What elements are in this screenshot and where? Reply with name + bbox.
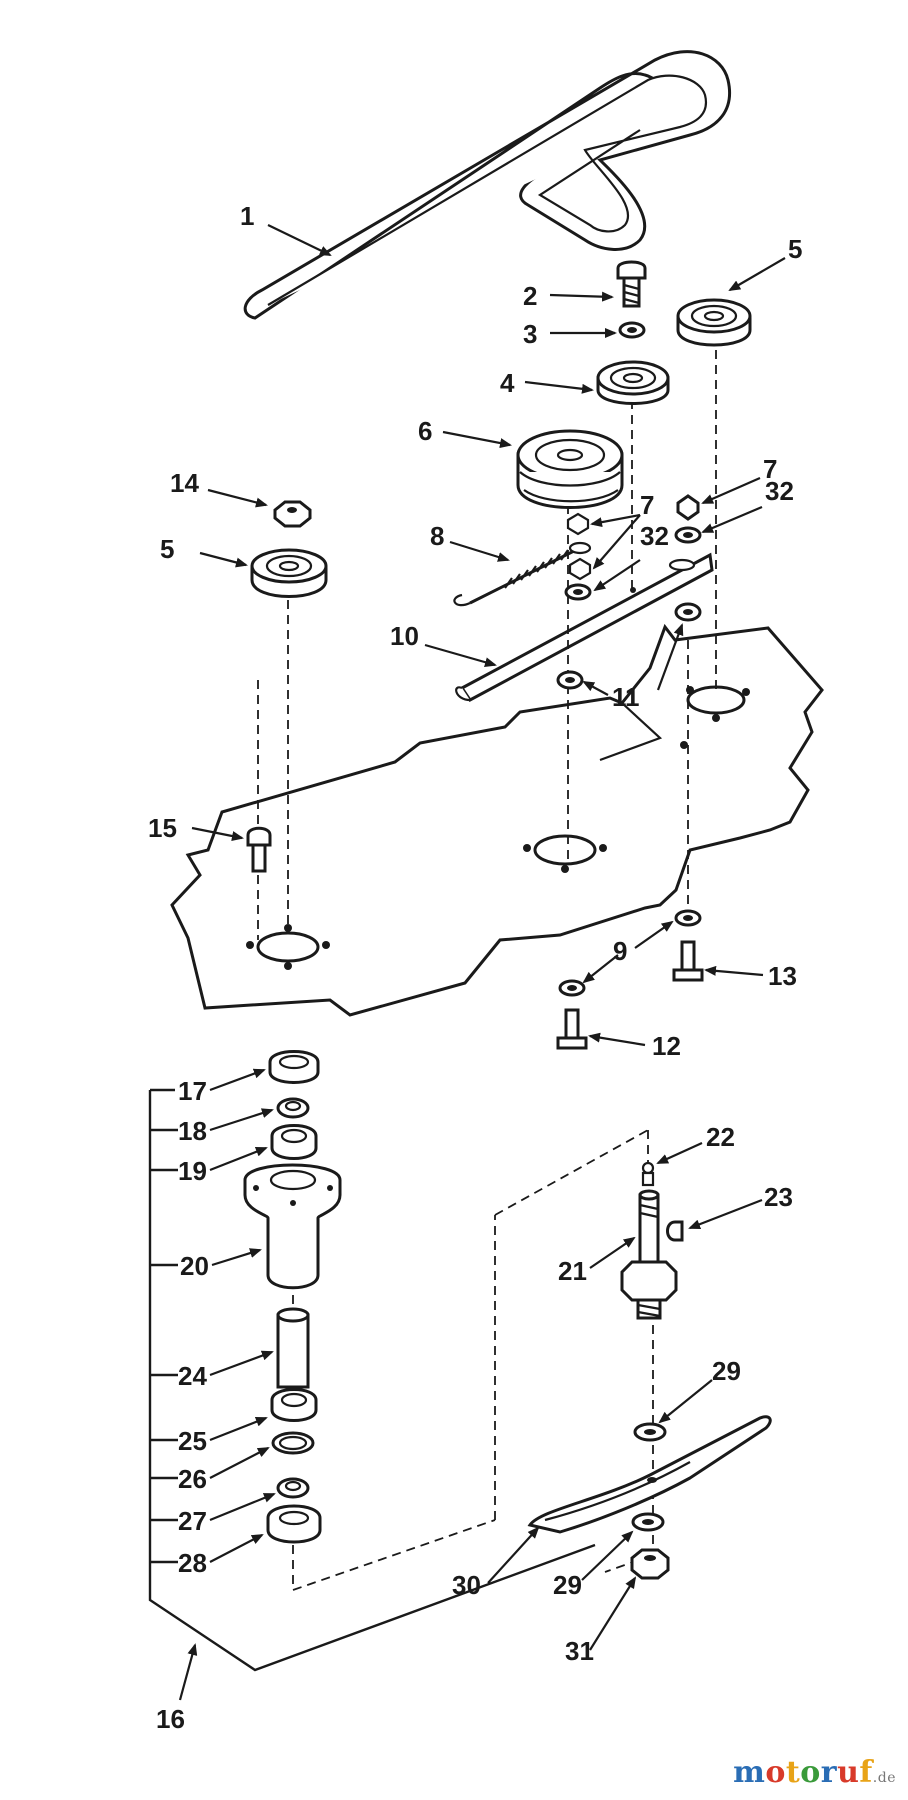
spring-8 — [453, 546, 581, 607]
washer-29-bottom — [631, 1512, 665, 1532]
callout-21: 21 — [558, 1256, 587, 1286]
watermark-letter: t — [785, 1755, 801, 1790]
callout-28: 28 — [178, 1548, 207, 1578]
callout-1: 1 — [240, 201, 254, 231]
watermark-letter: r — [820, 1755, 838, 1790]
callout-5-right: 5 — [788, 234, 802, 264]
bolt-15 — [246, 826, 272, 873]
callout-12: 12 — [652, 1031, 681, 1061]
watermark-letter: m — [733, 1755, 766, 1790]
nut-14 — [273, 500, 312, 528]
bolt-12 — [556, 1008, 588, 1050]
key-23 — [666, 1220, 684, 1242]
washer-9-right — [674, 909, 702, 927]
callout-18: 18 — [178, 1116, 207, 1146]
callout-15: 15 — [148, 813, 177, 843]
idler-arm — [455, 552, 714, 702]
spindle-shaft-21 — [620, 1189, 678, 1320]
callout-31: 31 — [565, 1636, 594, 1666]
leader-lines — [178, 224, 786, 1701]
callout-23: 23 — [764, 1182, 793, 1212]
callout-7-center: 7 — [640, 490, 654, 520]
callout-2: 2 — [523, 281, 537, 311]
callout-10: 10 — [390, 621, 419, 651]
hardware-7-32-right — [674, 494, 702, 622]
seal-17 — [268, 1050, 320, 1084]
callout-19: 19 — [178, 1156, 207, 1186]
watermark-logo: motoruf.de — [733, 1755, 896, 1790]
callout-29-bottom: 29 — [553, 1570, 582, 1600]
callout-26: 26 — [178, 1464, 207, 1494]
callout-11: 11 — [612, 682, 640, 712]
pulley-5-left — [250, 548, 328, 598]
callout-32-center: 32 — [640, 521, 669, 551]
drive-belt — [243, 50, 731, 320]
washer-9-center — [558, 979, 586, 997]
idler-pulley-5-right — [676, 298, 752, 347]
callout-20: 20 — [180, 1251, 209, 1281]
callout-16: 16 — [156, 1704, 185, 1734]
callout-9-right: 9 — [613, 936, 627, 966]
callout-30: 30 — [452, 1570, 481, 1600]
spacer-tube-24 — [276, 1307, 310, 1389]
bearing-race-27 — [276, 1477, 310, 1499]
callouts: 1 2 3 4 5 5 6 7 7 8 9 10 11 12 13 14 15 … — [148, 201, 802, 1734]
mower-deck-plate — [170, 623, 824, 1017]
blade-30 — [527, 1415, 772, 1534]
bolt-13 — [672, 940, 704, 982]
grease-fitting-22 — [641, 1161, 655, 1187]
callout-6: 6 — [418, 416, 432, 446]
callout-22: 22 — [706, 1122, 735, 1152]
washer-29-top — [633, 1422, 667, 1442]
idler-pulley-4 — [596, 360, 670, 405]
nut-3 — [618, 321, 646, 339]
bearing-race-18 — [276, 1097, 310, 1119]
seal-28 — [266, 1504, 322, 1544]
drive-pulley-6 — [516, 429, 624, 509]
watermark-suffix: .de — [872, 1770, 896, 1786]
watermark-letter: o — [800, 1755, 821, 1790]
callout-27: 27 — [178, 1506, 207, 1536]
spindle-housing-20 — [243, 1163, 342, 1290]
callout-3: 3 — [523, 319, 537, 349]
callout-25: 25 — [178, 1426, 207, 1456]
watermark-letter: f — [859, 1755, 873, 1790]
watermark-letter: u — [837, 1755, 860, 1790]
bolt-2 — [616, 260, 647, 308]
bearing-19 — [270, 1124, 318, 1160]
callout-7-right: 7 — [763, 454, 777, 484]
callout-24: 24 — [178, 1361, 207, 1391]
callout-4: 4 — [500, 368, 515, 398]
callout-17: 17 — [178, 1076, 207, 1106]
callout-32-right: 32 — [765, 476, 794, 506]
callout-5-left: 5 — [160, 534, 174, 564]
snap-ring-26 — [271, 1431, 315, 1455]
bearing-25 — [270, 1388, 318, 1422]
hardware-7-32-center — [556, 512, 592, 690]
callout-13: 13 — [768, 961, 797, 991]
callout-8: 8 — [430, 521, 444, 551]
spindle-assembly-bracket — [148, 1088, 596, 1672]
callout-14: 14 — [170, 468, 199, 498]
watermark-letter: o — [765, 1755, 786, 1790]
nut-31 — [630, 1548, 670, 1580]
callout-29-top: 29 — [712, 1356, 741, 1386]
